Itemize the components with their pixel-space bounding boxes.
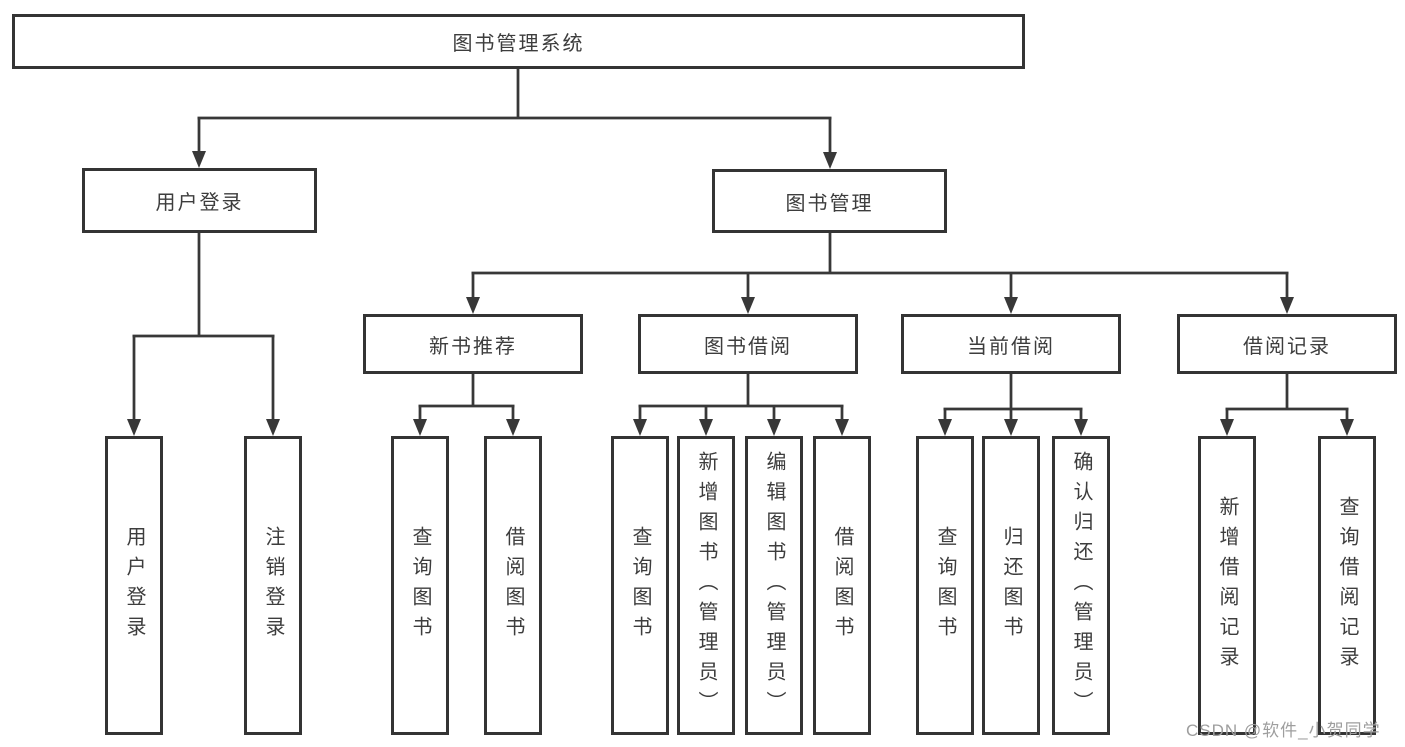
leaf-query-books-under-current: 查询图书 [916,436,974,735]
leaf-label: 注销登录 [262,525,284,646]
leaf-label: 查询借阅记录 [1336,495,1358,676]
csdn-watermark: CSDN @软件_小贺同学 [1186,721,1381,740]
leaf-borrow-books-under-new-book: 借阅图书 [484,436,542,735]
leaf-label: 借阅图书 [831,525,853,646]
node-label: 用户登录 [155,192,244,214]
leaf-label: 用户登录 [123,525,145,646]
connector-root-to-level2 [192,68,837,169]
node-new-book-recommendation: 新书推荐 [363,314,583,374]
node-label: 借阅记录 [1243,335,1331,358]
connector-user-login-to-leaves [127,233,280,436]
connector-book-borrowing-to-leaves [633,374,849,436]
leaf-edit-book-admin: 编辑图书（管理员） [745,436,803,735]
leaf-add-borrowing-record: 新增借阅记录 [1198,436,1256,735]
leaf-label: 编辑图书（管理员） [763,450,785,721]
leaf-label: 查询图书 [629,525,651,646]
node-book-borrowing: 图书借阅 [638,314,858,374]
leaf-user-login: 用户登录 [105,436,163,735]
leaf-query-borrowing-record: 查询借阅记录 [1318,436,1376,735]
leaf-label: 新增借阅记录 [1216,495,1238,676]
leaf-query-books-under-borrowing: 查询图书 [611,436,669,735]
node-label: 新书推荐 [429,335,517,358]
leaf-label: 确认归还（管理员） [1070,450,1092,721]
node-book-management: 图书管理 [712,169,947,233]
leaf-add-book-admin: 新增图书（管理员） [677,436,735,735]
node-label: 当前借阅 [967,335,1055,358]
leaf-label: 查询图书 [409,525,431,646]
node-label: 图书管理系统 [452,33,585,55]
node-label: 图书管理 [785,192,874,215]
leaf-label: 归还图书 [1000,525,1022,646]
leaf-label: 查询图书 [934,525,956,646]
leaf-return-books: 归还图书 [982,436,1040,735]
connector-new-book-to-leaves [413,374,520,436]
leaf-label: 新增图书（管理员） [695,450,717,721]
connector-current-borrowing-to-leaves [938,374,1088,436]
node-library-management-system: 图书管理系统 [12,14,1025,69]
connector-borrowing-records-to-leaves [1220,374,1354,436]
node-borrowing-records: 借阅记录 [1177,314,1397,374]
leaf-confirm-return-admin: 确认归还（管理员） [1052,436,1110,735]
node-current-borrowing: 当前借阅 [901,314,1121,374]
node-user-login: 用户登录 [82,168,317,233]
node-label: 图书借阅 [704,335,792,358]
leaf-logout: 注销登录 [244,436,302,735]
leaf-borrow-books-under-borrowing: 借阅图书 [813,436,871,735]
connector-book-management-to-level3 [466,233,1294,314]
leaf-query-books-under-new-book: 查询图书 [391,436,449,735]
leaf-label: 借阅图书 [502,525,524,646]
